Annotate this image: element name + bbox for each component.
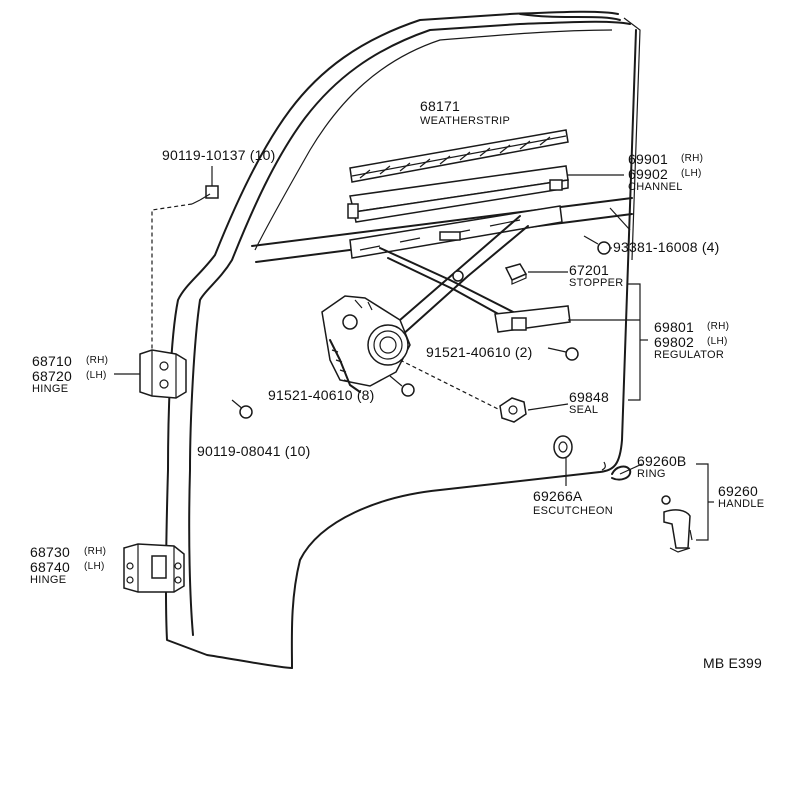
bolt-left [389, 375, 415, 397]
door-panel [164, 10, 641, 669]
handle [661, 495, 691, 553]
hinge-upper-caption: HINGE [32, 383, 69, 395]
seal-caption: SEAL [569, 404, 599, 416]
stopper [504, 263, 528, 285]
drawing-reference-code: MB E399 [703, 655, 762, 671]
escutcheon-caption: ESCUTCHEON [533, 505, 614, 517]
channel-caption: CHANNEL [628, 181, 683, 193]
dashed-leaders [151, 203, 501, 411]
handle-caption: HANDLE [718, 498, 765, 510]
hinge-lower-lh-part-number: 68740 [30, 559, 70, 575]
regulator [321, 205, 571, 393]
hinge-upper-rh-part-number: 68710 [32, 353, 72, 369]
bolt-top-part-number: 90119-10137 (10) [162, 147, 276, 163]
regulator-lh-tag: (LH) [707, 336, 728, 347]
hinge-upper-rh-tag: (RH) [86, 355, 109, 366]
hinge-upper [114, 349, 187, 399]
channel-lh-part-number: 69902 [628, 166, 668, 182]
hinge-lower-rh-tag: (RH) [84, 546, 107, 557]
channel-rh-part-number: 69901 [628, 151, 668, 167]
weatherstrip [349, 129, 569, 183]
bolt-lower [231, 399, 253, 419]
bolt-lower-part-number: 90119-08041 (10) [197, 443, 311, 459]
bolt-right-part-number: 93381-16008 (4) [613, 239, 720, 255]
weatherstrip-caption: WEATHERSTRIP [420, 115, 511, 127]
ring-caption: RING [637, 468, 666, 480]
hinge-lower-caption: HINGE [30, 574, 67, 586]
bolt-mid-part-number: 91521-40610 (2) [426, 344, 533, 360]
handle-part-number: 69260 [718, 483, 758, 499]
hinge-lower-rh-part-number: 68730 [30, 544, 70, 560]
bolt-top [191, 185, 219, 205]
regulator-caption: REGULATOR [654, 349, 725, 361]
bolt-left-part-number: 91521-40610 (8) [268, 387, 375, 403]
stopper-caption: STOPPER [569, 277, 624, 289]
regulator-rh-part-number: 69801 [654, 319, 694, 335]
leader-lines [211, 166, 714, 541]
bolt-right [583, 235, 611, 255]
hinge-lower-lh-tag: (LH) [84, 561, 105, 572]
escutcheon-part-number: 69266A [533, 488, 583, 504]
hinge-upper-lh-part-number: 68720 [32, 368, 72, 384]
weatherstrip-part-number: 68171 [420, 98, 460, 114]
channel [347, 165, 569, 223]
stopper-part-number: 67201 [569, 262, 609, 278]
channel-rh-tag: (RH) [681, 153, 704, 164]
regulator-lh-part-number: 69802 [654, 334, 694, 350]
seal [499, 397, 527, 423]
channel-lh-tag: (LH) [681, 168, 702, 179]
bolt-mid [547, 347, 579, 361]
regulator-rh-tag: (RH) [707, 321, 730, 332]
hinge-upper-lh-tag: (LH) [86, 370, 107, 381]
escutcheon [553, 435, 573, 459]
hinge-lower [123, 543, 185, 593]
seal-part-number: 69848 [569, 389, 609, 405]
ring-part-number: 69260B [637, 453, 687, 469]
